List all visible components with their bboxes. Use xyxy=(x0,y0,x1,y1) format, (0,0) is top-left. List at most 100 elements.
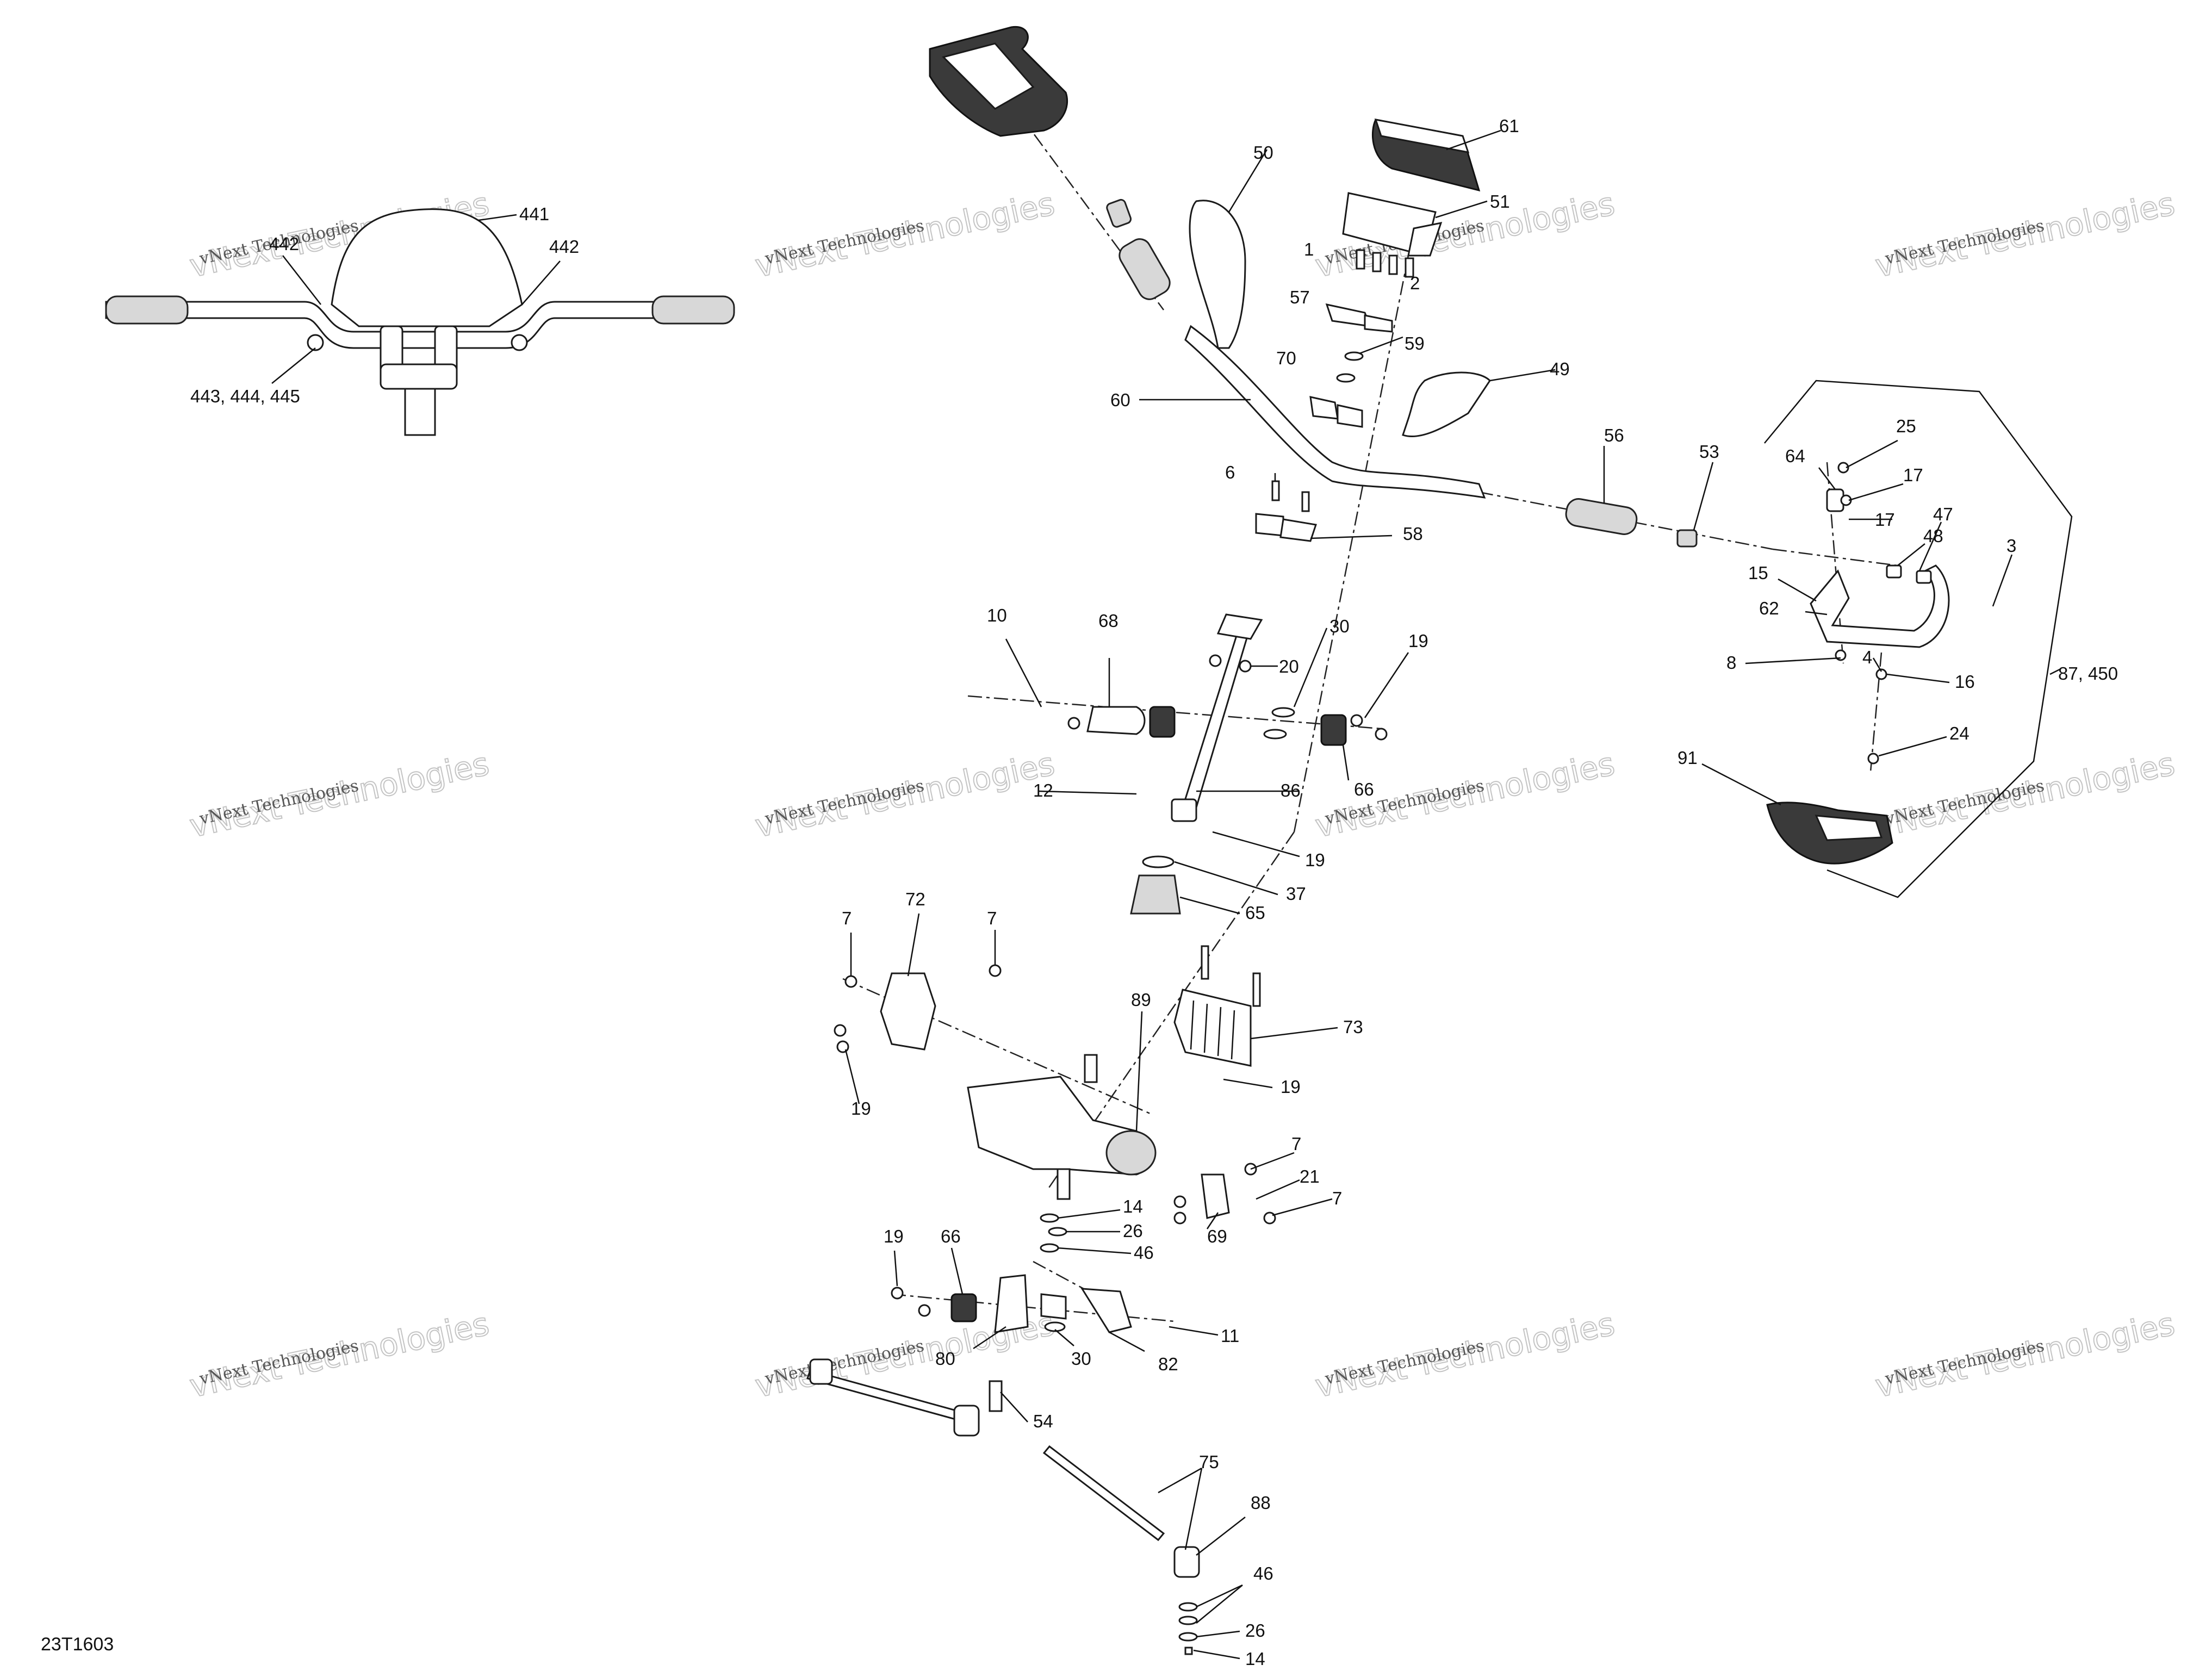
pitman-arm xyxy=(994,1274,1029,1333)
nut xyxy=(891,1287,904,1300)
tie-rod-lower xyxy=(1042,1445,1165,1542)
callout-69: 69 xyxy=(1207,1226,1227,1246)
callout-56: 56 xyxy=(1604,425,1624,445)
module-bolt xyxy=(1201,945,1209,980)
screw-head xyxy=(1837,462,1849,474)
screw xyxy=(1405,257,1414,278)
callout-61: 61 xyxy=(1499,116,1519,136)
riser-clamp xyxy=(1279,518,1317,542)
callout-89: 89 xyxy=(1131,990,1151,1010)
nut xyxy=(1173,1195,1186,1208)
column-pin xyxy=(1239,660,1252,673)
callout-51: 51 xyxy=(1490,191,1510,212)
nut xyxy=(1067,717,1080,730)
clamp-upper xyxy=(1325,303,1372,327)
watermark: vNext Technologies vNext Technologies xyxy=(751,184,1058,285)
callout-17: 17 xyxy=(1875,510,1895,530)
callout-1: 1 xyxy=(1304,239,1314,259)
nut xyxy=(834,1024,847,1037)
callout-3: 3 xyxy=(2006,536,2016,556)
handlebar-pad xyxy=(331,208,523,327)
strap-clip xyxy=(307,334,324,351)
callout-82: 82 xyxy=(1158,1354,1178,1374)
nut xyxy=(918,1304,931,1317)
screw xyxy=(1388,254,1398,275)
tie-rod-end xyxy=(953,1405,980,1437)
callout-10: 10 xyxy=(987,605,1007,625)
callout-7: 7 xyxy=(1291,1134,1301,1154)
callout-66: 66 xyxy=(1354,779,1374,799)
washer xyxy=(1178,1632,1198,1642)
callout-53: 53 xyxy=(1699,442,1719,462)
callout-86: 86 xyxy=(1281,780,1301,800)
callout-14: 14 xyxy=(1123,1196,1143,1216)
bolt xyxy=(1271,480,1280,501)
ball-joint xyxy=(989,1380,1003,1412)
callout-7: 7 xyxy=(842,908,852,928)
column-pin xyxy=(1209,654,1222,667)
bolt xyxy=(1301,491,1310,512)
watermark: vNext Technologies vNext Technologies xyxy=(186,744,493,845)
screw xyxy=(1372,252,1382,272)
callout-68: 68 xyxy=(1098,611,1119,631)
nut xyxy=(1375,728,1388,741)
washer xyxy=(1178,1602,1198,1612)
module-bolt xyxy=(1252,972,1261,1007)
bar-end xyxy=(1676,529,1698,548)
callout-70: 70 xyxy=(1276,348,1296,368)
pad-bracket-front xyxy=(1407,222,1443,257)
watermark: vNext Technologies vNext Technologies xyxy=(186,1305,493,1405)
handlebar-main xyxy=(1184,325,1486,499)
washer xyxy=(1040,1213,1059,1223)
callout-26: 26 xyxy=(1123,1221,1143,1241)
callout-16: 16 xyxy=(1955,672,1975,692)
callout-442: 442 xyxy=(269,234,299,254)
callout-19: 19 xyxy=(1281,1077,1301,1097)
bushing xyxy=(1149,706,1176,738)
callout-19: 19 xyxy=(1408,631,1428,651)
callout-20: 20 xyxy=(1279,656,1299,676)
callout-46: 46 xyxy=(1253,1563,1273,1583)
washer xyxy=(1178,1616,1198,1625)
clamp-lower xyxy=(1337,404,1363,428)
callout-75: 75 xyxy=(1199,1452,1219,1472)
input-shaft xyxy=(1084,1054,1098,1083)
left-grip xyxy=(105,295,189,325)
right-grip-main xyxy=(1565,498,1638,535)
nut xyxy=(836,1040,849,1053)
callout-7: 7 xyxy=(1332,1188,1342,1208)
column-collar xyxy=(1171,798,1197,822)
washer xyxy=(1336,373,1356,383)
clamp-upper xyxy=(1364,314,1393,333)
callout-441: 441 xyxy=(519,204,549,224)
callout-54: 54 xyxy=(1033,1411,1053,1431)
callout-37: 37 xyxy=(1286,884,1306,904)
callout-443-444-445: 443, 444, 445 xyxy=(190,386,300,406)
right-grip xyxy=(651,295,735,325)
screw-head xyxy=(1875,668,1887,680)
diagram-code: 23T1603 xyxy=(41,1634,114,1655)
handguard-top-window xyxy=(942,42,1035,110)
tie-rod-end xyxy=(809,1358,833,1385)
spacer xyxy=(1916,570,1932,584)
washer xyxy=(1048,1227,1067,1237)
strap-clip xyxy=(511,334,528,351)
callout-24: 24 xyxy=(1949,723,1969,743)
callout-30: 30 xyxy=(1071,1349,1091,1369)
callout-6: 6 xyxy=(1225,462,1235,482)
output-shaft xyxy=(1057,1168,1071,1200)
watermark: vNext Technologies vNext Technologies xyxy=(1872,184,2178,285)
cotter-pin xyxy=(1184,1647,1193,1655)
callout-442: 442 xyxy=(549,237,579,257)
bolt-head xyxy=(844,975,858,988)
mounting-bracket-left xyxy=(880,972,936,1051)
handlebar-pad-cover-top xyxy=(1374,119,1470,153)
lower-bracket xyxy=(1080,1288,1132,1333)
clamp-lower xyxy=(1309,396,1339,420)
callout-2: 2 xyxy=(1410,273,1420,293)
callout-26: 26 xyxy=(1245,1620,1265,1641)
callout-57: 57 xyxy=(1290,287,1310,307)
callout-66: 66 xyxy=(941,1226,961,1246)
callout-87-450: 87, 450 xyxy=(2058,663,2118,684)
